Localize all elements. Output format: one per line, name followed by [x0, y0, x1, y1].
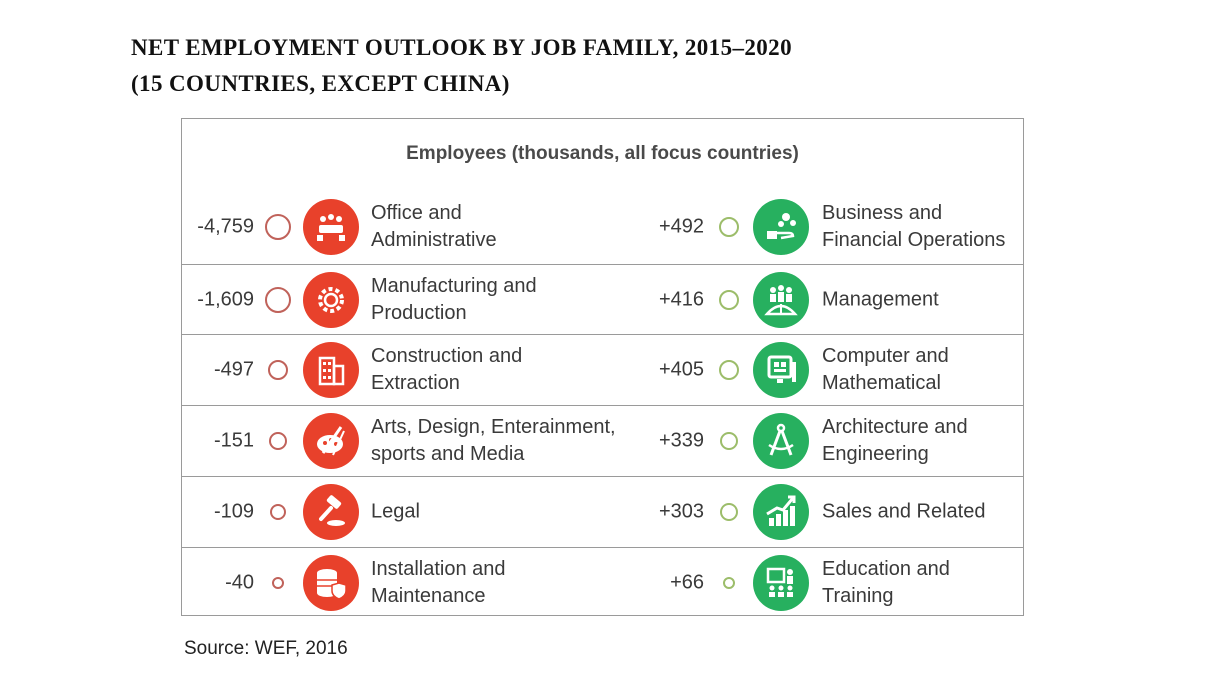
palette-icon [303, 413, 359, 469]
table-row: -151 Arts, Design, Enterainment,sports a… [182, 405, 1023, 476]
value-label: -109 [213, 500, 254, 523]
magnitude-circle [265, 214, 291, 240]
computer-icon [753, 342, 809, 398]
magnitude-circle [269, 432, 287, 450]
left-cell: -109 Legal [182, 477, 622, 547]
magnitude-circle [719, 217, 739, 237]
magnitude-circle [723, 577, 735, 589]
chart-subtitle: Employees (thousands, all focus countrie… [406, 143, 799, 164]
magnitude-circle [719, 290, 739, 310]
value-label: -1,609 [197, 288, 254, 311]
title-line-2: (15 COUNTRIES, EXCEPT CHINA) [131, 71, 510, 96]
right-cell: +416 Management [622, 265, 1024, 335]
value-label: +492 [658, 215, 704, 238]
value-label: -497 [213, 358, 254, 381]
magnitude-circle [720, 503, 738, 521]
magnitude-circle [265, 287, 291, 313]
value-label: +303 [658, 500, 704, 523]
magnitude-circle [719, 360, 739, 380]
table-row: -109 Legal+303 Sales and Related [182, 476, 1023, 547]
job-family-label: Arts, Design, Enterainment,sports and Me… [371, 416, 616, 465]
magnitude-circle [270, 504, 286, 520]
team-globe-icon [753, 272, 809, 328]
value-label: -151 [213, 429, 254, 452]
magnitude-circle [720, 432, 738, 450]
value-label: -40 [225, 571, 254, 594]
left-cell: -151 Arts, Design, Enterainment,sports a… [182, 406, 622, 476]
gavel-icon [303, 484, 359, 540]
title-line-1: NET EMPLOYMENT OUTLOOK BY JOB FAMILY, 20… [131, 35, 792, 60]
value-label: -4,759 [197, 215, 254, 238]
source-note: Source: WEF, 2016 [184, 638, 348, 659]
chart-panel: Employees (thousands, all focus countrie… [181, 118, 1024, 616]
gear-icon [303, 272, 359, 328]
database-shield-icon [303, 555, 359, 611]
building-icon [303, 342, 359, 398]
value-label: +66 [670, 571, 704, 594]
money-hand-icon [753, 199, 809, 255]
meeting-table-icon [303, 199, 359, 255]
teacher-icon [753, 555, 809, 611]
chart-title: NET EMPLOYMENT OUTLOOK BY JOB FAMILY, 20… [131, 30, 792, 102]
growth-chart-icon [753, 484, 809, 540]
magnitude-circle [268, 360, 288, 380]
job-family-label: Management [822, 288, 939, 311]
job-family-label: Legal [371, 500, 420, 523]
right-cell: +303 Sales and Related [622, 477, 1024, 547]
compass-icon [753, 413, 809, 469]
job-family-label: Sales and Related [822, 500, 986, 523]
value-label: +416 [658, 288, 704, 311]
value-label: +339 [658, 429, 704, 452]
value-label: +405 [658, 358, 704, 381]
magnitude-circle [272, 577, 284, 589]
